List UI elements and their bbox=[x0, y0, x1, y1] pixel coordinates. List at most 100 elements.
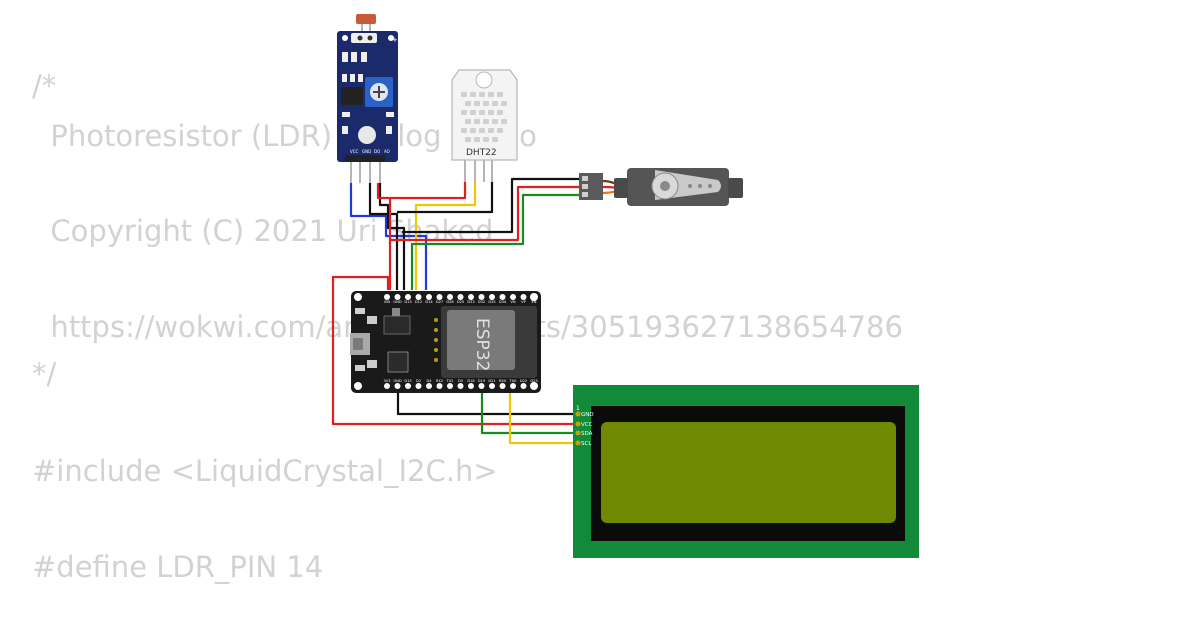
esp32-top-pin-hole[interactable] bbox=[468, 294, 474, 300]
ldr-pin-label: VCC bbox=[350, 149, 359, 154]
lcd-pins: GND VCC SDA SCL bbox=[575, 411, 594, 447]
esp32-top-pin-hole[interactable] bbox=[394, 294, 401, 300]
esp32-top-pin-hole[interactable] bbox=[384, 294, 390, 300]
esp32-bottom-pin-hole[interactable] bbox=[520, 383, 527, 389]
lcd-pin-label: VCC bbox=[581, 422, 593, 428]
svg-text:+: + bbox=[392, 36, 398, 44]
esp32-bottom-pin-hole[interactable] bbox=[468, 383, 474, 389]
wire-lcd-vcc[interactable] bbox=[331, 275, 578, 426]
esp32-bottom-pin-label: TX0 bbox=[509, 379, 518, 383]
wire-ldr-gnd[interactable] bbox=[368, 183, 399, 290]
wire-dht-data[interactable] bbox=[414, 182, 477, 290]
esp32-bottom-pin-label: GND bbox=[393, 379, 401, 383]
esp32-top-pin-label: EN bbox=[532, 300, 537, 304]
wire-vcc-bus[interactable] bbox=[376, 182, 467, 200]
wire-servo-vcc[interactable] bbox=[390, 185, 581, 242]
esp32-bottom-pin-label: D18 bbox=[467, 379, 475, 383]
esp32-top-pin-label: VN bbox=[510, 300, 515, 304]
photoresistor-icon bbox=[356, 14, 376, 24]
dht22-label: DHT22 bbox=[466, 148, 497, 158]
esp32-bottom-pin-hole[interactable] bbox=[457, 383, 464, 389]
code-line: #include <LiquidCrystal_I2C.h> bbox=[32, 454, 498, 488]
esp32-bottom-pin-label: D23 bbox=[530, 379, 537, 383]
esp32-label: ESP32 bbox=[472, 318, 492, 371]
esp32-bottom-pin-hole[interactable] bbox=[510, 383, 516, 389]
wires bbox=[331, 177, 581, 445]
wire-dht-gnd[interactable] bbox=[397, 182, 494, 214]
esp32-top-pin-label: D26 bbox=[446, 300, 454, 304]
esp32-top-pin-label: VIN bbox=[384, 300, 391, 304]
lcd-pin-header: 1 bbox=[576, 405, 580, 412]
esp32-bottom-pin-label: D2 bbox=[416, 379, 421, 383]
ldr-pin-label: AO bbox=[384, 149, 390, 154]
esp32-top-pin-hole[interactable] bbox=[415, 294, 422, 300]
esp32-bottom-pin-hole[interactable] bbox=[394, 383, 401, 389]
esp32-bottom-pin-label: RX2 bbox=[436, 379, 443, 383]
lcd-screen bbox=[601, 422, 896, 523]
esp32-top-pin-hole[interactable] bbox=[436, 294, 443, 300]
esp32-bottom-pin-label: D22 bbox=[520, 379, 527, 383]
esp32-top-pin-hole[interactable] bbox=[457, 294, 464, 300]
esp32-top-pin-hole[interactable] bbox=[489, 294, 495, 300]
esp32-bottom-pin-hole[interactable] bbox=[499, 383, 506, 389]
wire-servo-gnd[interactable] bbox=[402, 177, 581, 234]
esp32-module-shield bbox=[447, 310, 515, 370]
esp32-top-pin-label: GND bbox=[393, 300, 401, 304]
esp32-top-pin-hole[interactable] bbox=[405, 294, 411, 300]
lcd-pin-label: GND bbox=[581, 412, 594, 418]
wire-lcd-sda[interactable] bbox=[480, 389, 578, 435]
esp32-top-pin-label: VP bbox=[521, 300, 526, 304]
lcd-pin-label: SDA bbox=[581, 431, 593, 437]
esp32-top-pin-label: D35 bbox=[488, 300, 495, 304]
esp32-top-pin-hole[interactable] bbox=[478, 294, 485, 300]
esp32-top-pin-label: D14 bbox=[425, 300, 433, 304]
esp32-bottom-pin-label: D15 bbox=[404, 379, 411, 383]
esp32-bottom-pin-label: TX2 bbox=[446, 379, 454, 383]
esp32-top-pin-label: D33 bbox=[467, 300, 474, 304]
ldr-pin-label: GND bbox=[362, 149, 371, 154]
wire-lcd-gnd[interactable] bbox=[396, 389, 578, 416]
code-line: #define LDR_PIN 14 bbox=[32, 550, 324, 584]
code-line: */ bbox=[32, 357, 57, 391]
code-line: /* bbox=[32, 69, 57, 103]
esp32-bottom-pin-label: 3V3 bbox=[383, 379, 390, 383]
lcd-pin-label: SCL bbox=[581, 441, 592, 447]
esp32-bottom-pin-label: D5 bbox=[458, 379, 463, 383]
esp32-top-pin-label: D13 bbox=[404, 300, 411, 304]
esp32-top-pin-hole[interactable] bbox=[510, 294, 516, 300]
esp32-bottom-pin-hole[interactable] bbox=[447, 383, 453, 389]
esp32-top-pin-hole[interactable] bbox=[447, 294, 453, 300]
esp32-bottom-pin-hole[interactable] bbox=[478, 383, 485, 389]
wire-servo-signal[interactable] bbox=[410, 193, 581, 290]
esp32-bottom-pin-hole[interactable] bbox=[436, 383, 443, 389]
ldr-pin-label: DO bbox=[374, 149, 380, 154]
dht22-sensor[interactable]: DHT22 bbox=[451, 69, 518, 182]
esp32-top-pin-label: D27 bbox=[436, 300, 443, 304]
esp32-bottom-pin-label: D19 bbox=[478, 379, 486, 383]
esp32-top-pin-label: D34 bbox=[499, 300, 507, 304]
lcd-display[interactable]: 1 GND VCC SDA SCL bbox=[573, 385, 919, 558]
esp32-bottom-pin-hole[interactable] bbox=[426, 383, 432, 389]
esp32-top-pin-hole[interactable] bbox=[426, 294, 432, 300]
servo-motor[interactable] bbox=[579, 168, 743, 206]
esp32-top-pin-label: D32 bbox=[478, 300, 485, 304]
esp32-bottom-pin-hole[interactable] bbox=[415, 383, 422, 389]
esp32-top-pin-label: D25 bbox=[457, 300, 464, 304]
dht22-grille bbox=[461, 92, 507, 142]
wire-ldr-ao[interactable] bbox=[378, 183, 406, 290]
wire-lcd-scl[interactable] bbox=[508, 389, 578, 445]
esp32-bottom-pin-label: D21 bbox=[488, 379, 495, 383]
esp32-bottom-pin-hole[interactable] bbox=[405, 383, 411, 389]
ldr-module[interactable]: − + VCC GND DO AO bbox=[337, 14, 398, 183]
esp32-top-pin-label: D12 bbox=[415, 300, 422, 304]
esp32-top-pin-hole[interactable] bbox=[499, 294, 506, 300]
esp32-bottom-pin-hole[interactable] bbox=[384, 383, 390, 389]
esp32-bottom-pin-label: RX0 bbox=[499, 379, 507, 383]
esp32-bottom-pin-hole[interactable] bbox=[489, 383, 495, 389]
esp32-bottom-pin-label: D4 bbox=[426, 379, 432, 383]
esp32-top-pin-hole[interactable] bbox=[520, 294, 527, 300]
